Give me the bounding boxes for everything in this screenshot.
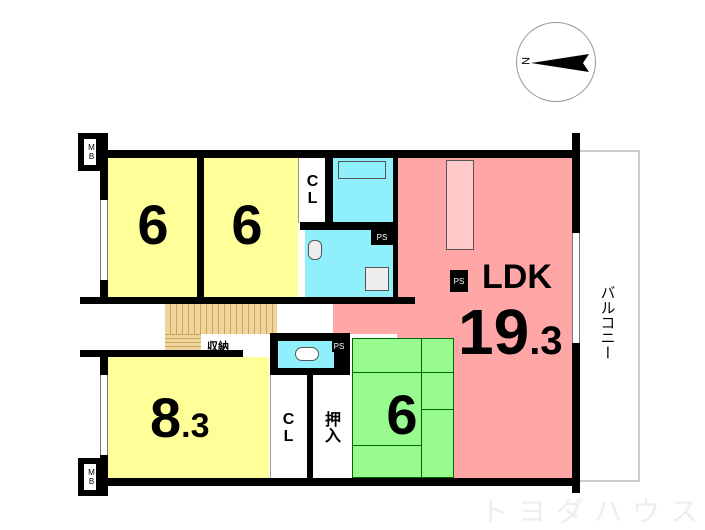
washitsu	[352, 338, 454, 478]
window	[100, 375, 108, 455]
ldk-entry	[333, 304, 403, 334]
window	[572, 233, 580, 343]
bedroom-2-size: 6	[231, 193, 263, 256]
mb-label: MB	[84, 464, 96, 490]
closet-upper-label: CL	[304, 173, 321, 207]
ps-label: PS	[450, 270, 468, 292]
stairs-hall	[165, 304, 277, 334]
ldk-size-decimal: .3	[529, 319, 563, 363]
watermark: トヨダハウス	[480, 496, 705, 527]
tatami-line	[421, 409, 454, 410]
sink-icon	[308, 240, 322, 260]
closet-lower	[270, 375, 307, 480]
bedroom-2	[204, 157, 298, 298]
closet-lower-label: CL	[280, 411, 297, 445]
ps-label: PS	[371, 229, 393, 245]
bedroom-3-size-decimal: .3	[181, 407, 210, 445]
balcony-label: バルコニー	[598, 284, 616, 360]
bedroom-3-size-main: 8	[150, 386, 182, 449]
wall	[572, 133, 580, 233]
bedroom-1	[108, 157, 198, 298]
wall	[80, 350, 243, 357]
wall-bottom	[100, 478, 580, 486]
mb-box: MB	[78, 458, 108, 496]
ldk-label: LDK	[482, 258, 552, 296]
ps-label: PS	[332, 340, 346, 352]
compass: N	[516, 22, 596, 102]
bedroom-3	[108, 357, 269, 480]
bathtub-icon	[338, 161, 386, 179]
washitsu-size: 6	[386, 383, 418, 446]
wall	[100, 280, 108, 304]
entrance-step	[165, 334, 201, 350]
washing-machine-icon	[365, 267, 389, 291]
oshiire-label: 押入	[322, 411, 339, 443]
oshiire	[313, 375, 349, 480]
tatami-line	[352, 372, 454, 373]
bedroom-1-size: 6	[137, 193, 169, 256]
wall	[100, 350, 108, 375]
wall	[393, 150, 398, 300]
balcony: バルコニー	[580, 150, 640, 482]
tatami-line	[352, 445, 422, 446]
tatami-line	[421, 338, 422, 478]
wall	[307, 375, 313, 480]
ldk-size: 19.3	[458, 300, 563, 364]
kitchen-counter	[446, 160, 474, 250]
wall	[197, 150, 204, 300]
wall-top	[100, 150, 580, 158]
mb-box: MB	[78, 133, 108, 171]
north-label: N	[518, 57, 531, 65]
mb-label: MB	[84, 139, 96, 165]
wall	[325, 150, 333, 230]
window	[100, 200, 108, 280]
bathroom	[333, 157, 393, 223]
ldk-size-main: 19	[458, 296, 530, 368]
wall	[80, 297, 415, 304]
wall	[572, 343, 580, 493]
wall	[100, 150, 108, 200]
wall	[300, 222, 400, 230]
bedroom-3-size: 8.3	[150, 390, 210, 446]
compass-needle-icon	[531, 54, 589, 72]
closet-upper	[298, 157, 325, 223]
toilet-icon	[295, 347, 319, 361]
